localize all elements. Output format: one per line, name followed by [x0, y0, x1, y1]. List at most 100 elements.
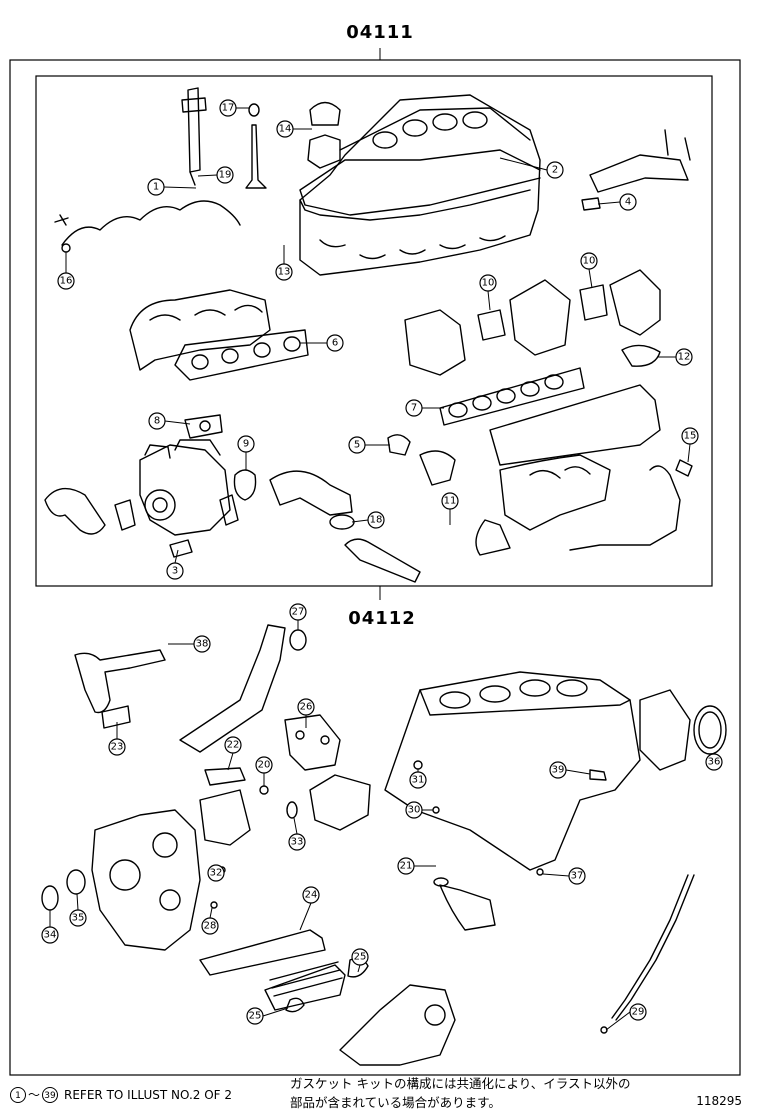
- turbocharger: [114, 439, 239, 536]
- valve-cover-gasket: [299, 149, 541, 216]
- callout-35: 35: [69, 893, 87, 927]
- svg-text:5: 5: [354, 440, 360, 451]
- thermostat-housing: [204, 767, 371, 831]
- svg-text:11: 11: [444, 496, 457, 507]
- water-pump: [284, 714, 341, 771]
- svg-text:38: 38: [196, 639, 209, 650]
- small-seals: [101, 705, 608, 1034]
- svg-text:25: 25: [354, 952, 367, 963]
- glow-plug-harness: [54, 200, 241, 253]
- svg-text:25: 25: [249, 1011, 262, 1022]
- intake-gasket: [439, 367, 585, 426]
- callout-27: 27: [289, 603, 307, 630]
- svg-text:17: 17: [222, 103, 235, 114]
- svg-text:14: 14: [279, 124, 292, 135]
- svg-text:26: 26: [300, 702, 313, 713]
- exhaust-manifold: [129, 289, 271, 371]
- callout-29: 29: [605, 1003, 647, 1031]
- callout-18: 18: [351, 511, 385, 529]
- reference-note: 1 ～ 39 REFER TO ILLUST NO.2 OF 2: [10, 1086, 232, 1103]
- egr-gasket-plate: [387, 197, 601, 456]
- svg-text:28: 28: [204, 921, 217, 932]
- svg-text:20: 20: [258, 760, 271, 771]
- callout-13: 13: [275, 245, 293, 281]
- range-separator: ～: [28, 1088, 41, 1102]
- callout-25-b: 25: [246, 1007, 289, 1025]
- callout-39: 39: [549, 761, 591, 779]
- svg-text:18: 18: [370, 515, 383, 526]
- callout-38: 38: [168, 635, 211, 653]
- callout-21: 21: [397, 857, 436, 875]
- callout-10-b: 10: [580, 252, 598, 289]
- svg-text:2: 2: [552, 165, 558, 176]
- callout-17: 17: [219, 99, 250, 117]
- svg-text:27: 27: [292, 607, 305, 618]
- svg-text:29: 29: [632, 1007, 645, 1018]
- valve: [245, 103, 267, 189]
- cylinder-head-assembly: [299, 94, 541, 276]
- callout-28: 28: [201, 907, 219, 935]
- oil-cooler: [199, 929, 346, 1011]
- sensor-harness: [569, 459, 693, 551]
- callout-6: 6: [300, 334, 344, 352]
- oil-pump-housing: [339, 984, 456, 1066]
- svg-text:33: 33: [291, 837, 304, 848]
- egr-pipe: [419, 129, 691, 556]
- svg-text:12: 12: [678, 352, 691, 363]
- range-end-circle: 39: [42, 1086, 59, 1103]
- egr-valve: [404, 269, 661, 376]
- svg-text:10: 10: [482, 278, 495, 289]
- callout-37: 37: [542, 867, 586, 885]
- svg-text:36: 36: [708, 757, 721, 768]
- upper-kit-frame: [35, 75, 713, 587]
- kit-code-04112: 04112: [348, 608, 416, 629]
- kit-content-note: ガスケット キットの構成には共通化により、イラスト以外の 部品が含まれている場合…: [290, 1074, 690, 1112]
- callout-25-a: 25: [351, 948, 369, 973]
- intake-manifold: [489, 384, 661, 531]
- svg-text:35: 35: [72, 913, 85, 924]
- illustration-id: 118295: [696, 1094, 742, 1108]
- turbo-gaskets: [169, 414, 421, 583]
- callout-31: 31: [409, 769, 427, 789]
- oil-dipstick-guide: [611, 874, 695, 1021]
- svg-text:6: 6: [332, 338, 338, 349]
- callout-30: 30: [405, 801, 433, 819]
- callout-2: 2: [499, 157, 564, 179]
- callout-12: 12: [658, 348, 693, 366]
- svg-text:21: 21: [400, 861, 413, 872]
- injector: [181, 87, 207, 186]
- svg-text:8: 8: [154, 416, 160, 427]
- callout-1: 1: [147, 178, 197, 196]
- svg-text:23: 23: [111, 742, 124, 753]
- svg-text:10: 10: [583, 256, 596, 267]
- svg-text:16: 16: [60, 276, 73, 287]
- svg-text:9: 9: [243, 439, 249, 450]
- cylinder-block: [384, 671, 641, 871]
- callout-33: 33: [288, 817, 306, 851]
- water-pipe: [74, 624, 286, 753]
- svg-text:39: 39: [552, 765, 565, 776]
- exhaust-manifold-gasket: [174, 329, 309, 381]
- svg-text:32: 32: [210, 868, 223, 879]
- callout-10-a: 10: [479, 274, 497, 311]
- svg-text:22: 22: [227, 740, 240, 751]
- svg-text:4: 4: [625, 197, 631, 208]
- oil-strainer: [433, 877, 496, 931]
- timing-cover: [91, 789, 251, 951]
- note-line-1: ガスケット キットの構成には共通化により、イラスト以外の: [290, 1076, 631, 1091]
- range-start-circle: 1: [10, 1086, 26, 1103]
- callout-20: 20: [255, 756, 273, 786]
- note-line-2: 部品が含まれている場合があります。: [290, 1095, 501, 1110]
- callout-19: 19: [197, 166, 234, 184]
- callout-4: 4: [597, 193, 637, 211]
- callout-34: 34: [41, 910, 59, 944]
- callout-16: 16: [57, 252, 75, 290]
- svg-text:30: 30: [408, 805, 421, 816]
- callout-14: 14: [276, 120, 312, 138]
- svg-text:31: 31: [412, 775, 425, 786]
- svg-text:24: 24: [305, 890, 318, 901]
- callout-23: 23: [108, 722, 126, 756]
- callout-22: 22: [224, 736, 242, 771]
- svg-text:19: 19: [219, 170, 232, 181]
